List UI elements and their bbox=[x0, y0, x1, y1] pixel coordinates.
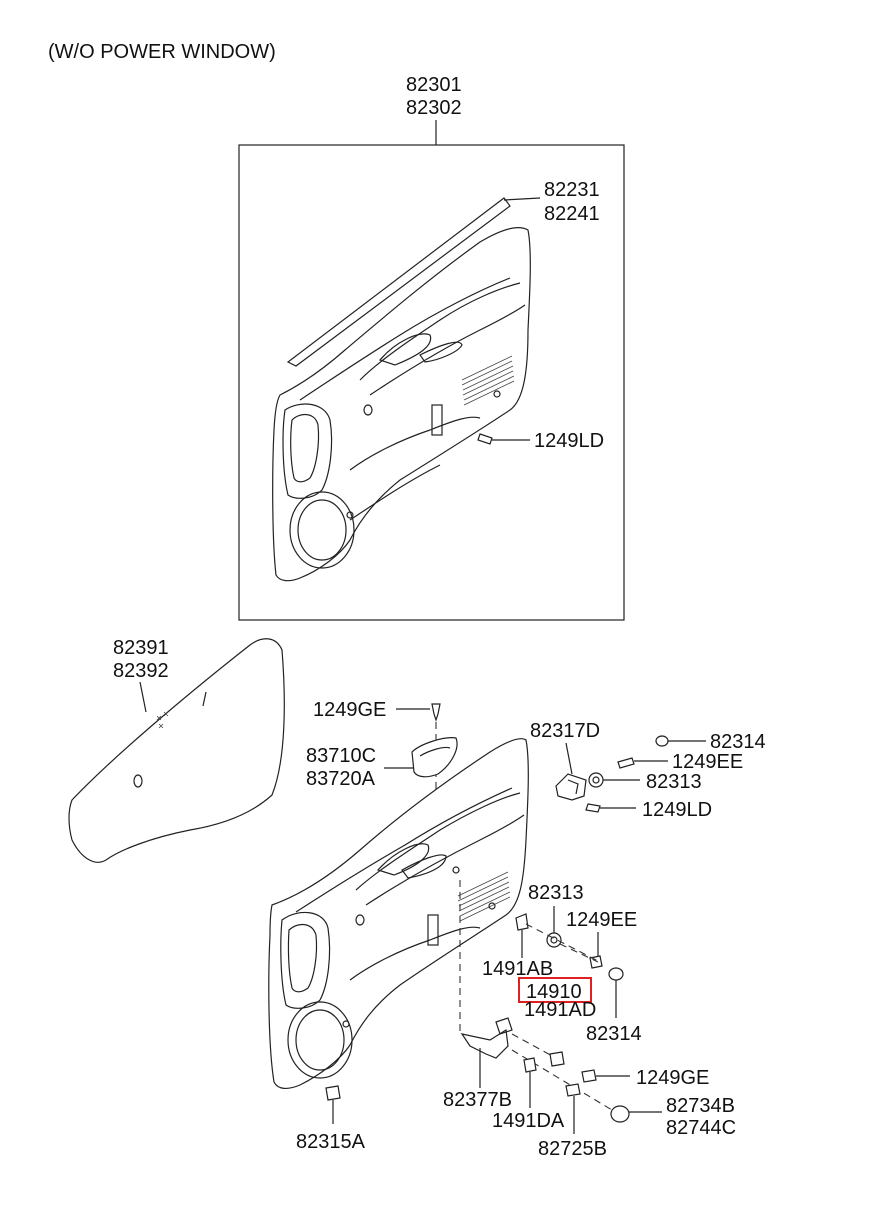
cap-icon bbox=[655, 735, 669, 747]
label-82315a: 82315A bbox=[296, 1131, 366, 1153]
label-82392: 82392 bbox=[113, 660, 169, 682]
variant-header: (W/O POWER WINDOW) bbox=[48, 41, 276, 63]
washer-icon bbox=[546, 932, 562, 948]
label-82314-lower: 82314 bbox=[586, 1023, 642, 1045]
screw-icon bbox=[477, 433, 493, 445]
label-82314-upper: 82314 bbox=[710, 731, 766, 753]
door-trim-panel-lower bbox=[268, 738, 529, 1089]
screw-icon bbox=[617, 757, 635, 769]
handle-bracket bbox=[460, 1028, 509, 1059]
clip-icon bbox=[515, 913, 529, 931]
label-1249ee-upper: 1249EE bbox=[672, 751, 743, 773]
seal-film: 82391 82392 bbox=[68, 637, 285, 863]
label-82313-lower: 82313 bbox=[528, 882, 584, 904]
upper-assembly: 82301 82302 82231 82241 bbox=[238, 74, 625, 621]
label-1249ge-lower: 1249GE bbox=[636, 1067, 709, 1089]
screw-icon bbox=[585, 803, 601, 813]
screw-icon bbox=[565, 1083, 581, 1097]
label-82241: 82241 bbox=[544, 203, 600, 225]
highlight-box bbox=[518, 977, 592, 1003]
label-83710c: 83710C bbox=[306, 745, 376, 767]
label-82744c: 82744C bbox=[666, 1117, 736, 1139]
label-82734b: 82734B bbox=[666, 1095, 735, 1117]
weatherstrip-strip bbox=[286, 197, 511, 367]
door-trim-panel-upper bbox=[272, 227, 531, 582]
clip-icon bbox=[549, 1051, 565, 1067]
label-1491ab: 1491AB bbox=[482, 958, 553, 980]
label-1491ad: 1491AD bbox=[524, 999, 596, 1021]
label-83720a: 83720A bbox=[306, 768, 376, 790]
label-82231: 82231 bbox=[544, 179, 600, 201]
label-82313-upper: 82313 bbox=[646, 771, 702, 793]
label-82377b: 82377B bbox=[443, 1089, 512, 1111]
cap-icon bbox=[608, 967, 624, 981]
label-14910[interactable]: 14910 bbox=[526, 981, 582, 1003]
label-82725b: 82725B bbox=[538, 1138, 607, 1160]
lower-assembly: 1249GE 83710C 83720A bbox=[268, 699, 766, 1160]
screw-icon bbox=[581, 1069, 597, 1083]
assembly-box bbox=[238, 144, 625, 621]
clip-icon bbox=[325, 1085, 341, 1101]
bracket-82317d bbox=[555, 773, 587, 801]
label-1249ld-upper: 1249LD bbox=[534, 430, 604, 452]
label-1491da: 1491DA bbox=[492, 1110, 565, 1132]
cap-icon bbox=[610, 1105, 630, 1123]
washer-icon bbox=[588, 772, 604, 788]
label-1249ee-lower: 1249EE bbox=[566, 909, 637, 931]
clip-icon bbox=[523, 1057, 537, 1073]
grip-cover bbox=[411, 737, 458, 778]
label-82302: 82302 bbox=[406, 97, 462, 119]
label-1249ld-lower: 1249LD bbox=[642, 799, 712, 821]
screw-icon bbox=[431, 703, 441, 722]
label-82301: 82301 bbox=[406, 74, 462, 96]
label-82317d: 82317D bbox=[530, 720, 600, 742]
label-1249ge-top: 1249GE bbox=[313, 699, 386, 721]
label-82391: 82391 bbox=[113, 637, 169, 659]
